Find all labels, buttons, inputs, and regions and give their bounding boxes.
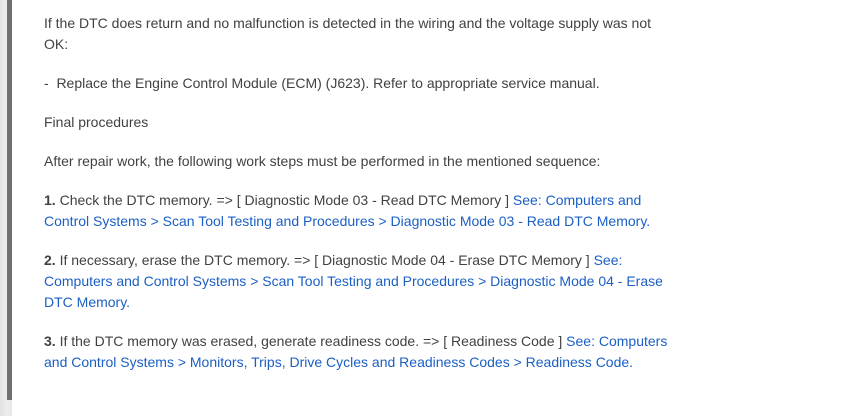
text-segment: Check the DTC memory. => [ Diagnostic Mo… [55, 192, 513, 208]
text-segment: If the DTC does return and no malfunctio… [44, 15, 655, 52]
text-segment: If the DTC memory was erased, generate r… [55, 333, 567, 349]
paragraph-step-3: 3. If the DTC memory was erased, generat… [44, 331, 678, 373]
see-reference-link[interactable]: See: Computers and Control Systems > Mon… [44, 333, 672, 370]
content-pane: If the DTC does return and no malfunctio… [44, 13, 678, 373]
paragraph-step-1: 1. Check the DTC memory. => [ Diagnostic… [44, 190, 678, 232]
paragraph-after-repair-intro: After repair work, the following work st… [44, 151, 678, 172]
scrollbar-thumb[interactable] [7, 0, 12, 400]
paragraph-step-2: 2. If necessary, erase the DTC memory. =… [44, 250, 678, 313]
text-segment: - Replace the Engine Control Module (ECM… [44, 75, 600, 91]
paragraph-replace-ecm-instruction: - Replace the Engine Control Module (ECM… [44, 73, 678, 94]
see-reference-link[interactable]: See: Computers and Control Systems > Sca… [44, 252, 667, 310]
paragraph-final-procedures-heading: Final procedures [44, 112, 678, 133]
step-number: 1. [44, 192, 56, 208]
see-reference-link[interactable]: See: Computers and Control Systems > Sca… [44, 192, 651, 229]
step-number: 3. [44, 333, 56, 349]
left-scrollbar-track[interactable] [0, 0, 12, 416]
text-segment: If necessary, erase the DTC memory. => [… [55, 252, 594, 268]
text-segment: Final procedures [44, 114, 149, 130]
paragraph-intro-condition: If the DTC does return and no malfunctio… [44, 13, 678, 55]
text-segment: After repair work, the following work st… [44, 153, 601, 169]
step-number: 2. [44, 252, 56, 268]
